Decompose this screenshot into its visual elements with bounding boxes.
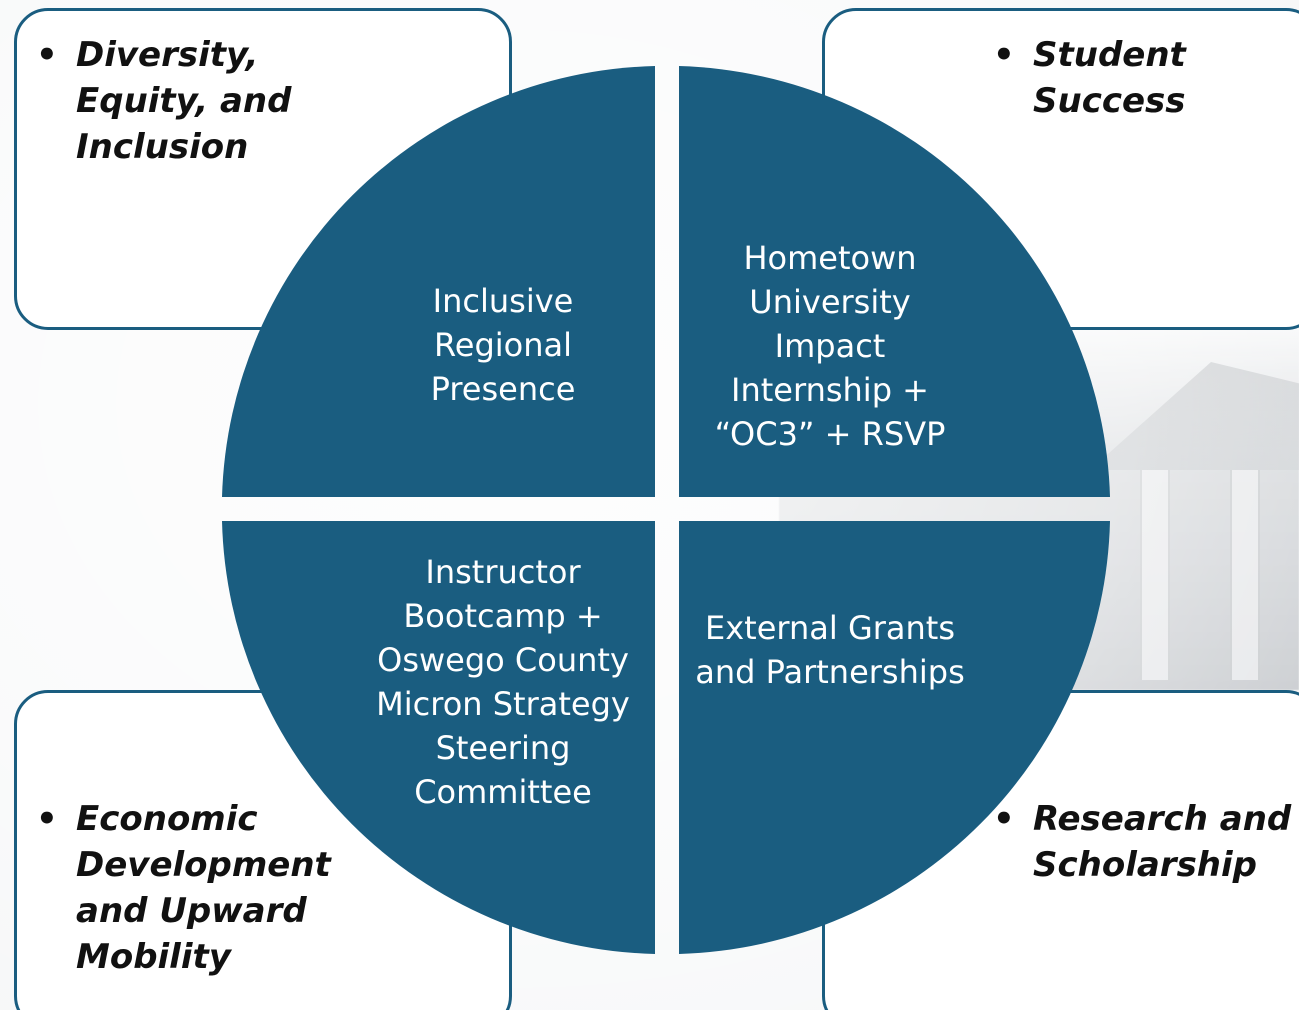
- quadrant-label-inclusive-regional-presence: Inclusive Regional Presence: [430, 282, 576, 408]
- goal-label-student-success: • Student Success: [993, 32, 1253, 124]
- quadrant-label-hometown-university: Hometown University Impact Internship + …: [714, 239, 946, 453]
- bullet-icon: •: [36, 799, 58, 839]
- goal-label-diversity: • Diversity, Equity, and Inclusion: [36, 32, 336, 170]
- bullet-icon: •: [36, 35, 58, 75]
- goal-label-text: Diversity, Equity, and Inclusion: [76, 35, 292, 167]
- quadrant-bottom-left: [222, 521, 655, 954]
- goal-label-text: Student Success: [1033, 35, 1186, 121]
- bullet-icon: •: [993, 799, 1015, 839]
- goal-label-economic-development: • Economic Development and Upward Mobili…: [36, 796, 366, 980]
- goal-label-research: • Research and Scholarship: [993, 796, 1293, 888]
- quadrant-label-instructor-bootcamp: Instructor Bootcamp + Oswego County Micr…: [376, 553, 630, 811]
- quadrant-bottom-right: [679, 521, 1110, 954]
- quadrant-label-external-grants: External Grants and Partnerships: [695, 609, 965, 691]
- quadrant-top-right: [679, 66, 1110, 497]
- bullet-icon: •: [993, 35, 1015, 75]
- goal-label-text: Economic Development and Upward Mobility: [76, 799, 331, 977]
- goal-label-text: Research and Scholarship: [1033, 799, 1292, 885]
- quadrant-top-left: [222, 66, 655, 497]
